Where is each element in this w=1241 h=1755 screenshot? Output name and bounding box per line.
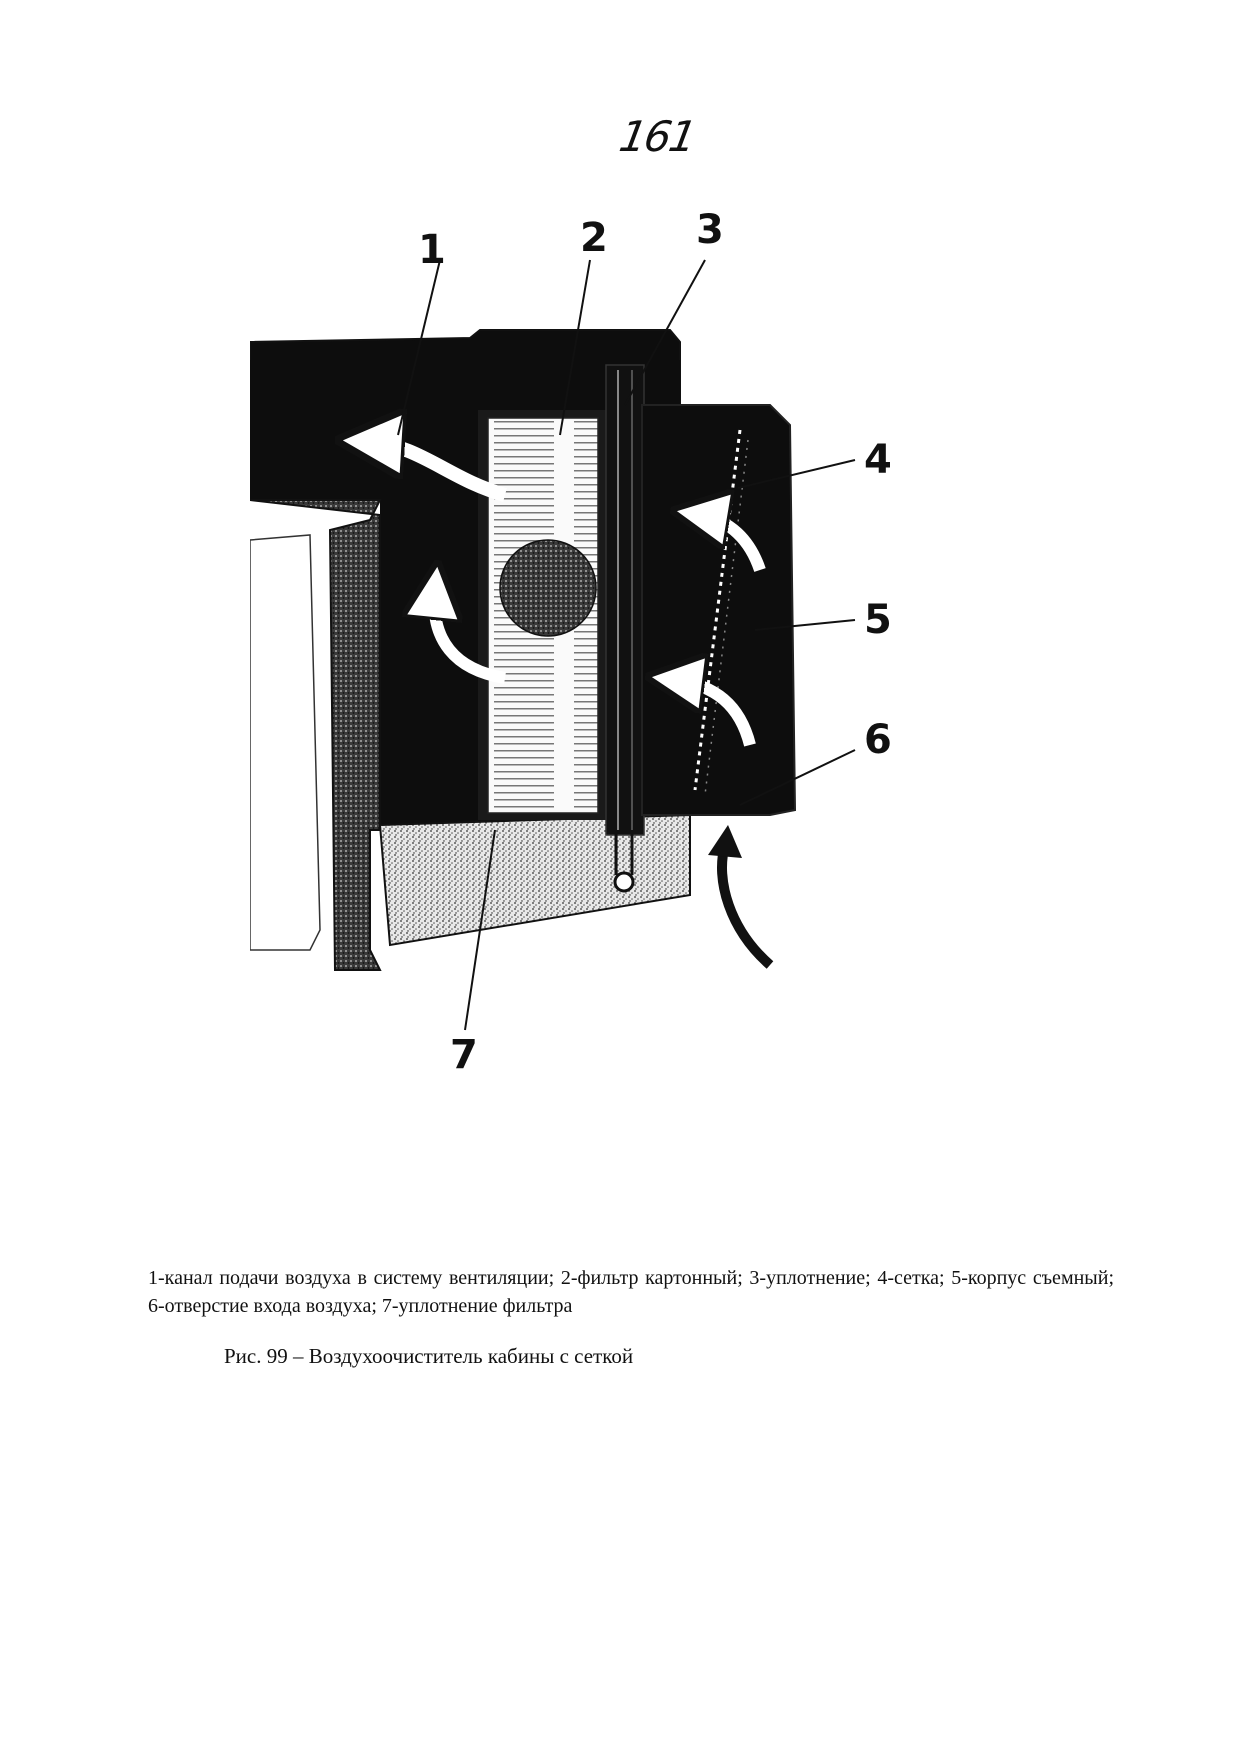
air-cleaner-drawing: 1 2 3 4 5 6 7 [250,210,900,1190]
callout-6: 6 [864,717,892,763]
technical-illustration [250,259,856,1031]
callout-7: 7 [450,1032,478,1078]
callout-2: 2 [580,215,608,261]
figure-legend: 1-канал подачи воздуха в систему вентиля… [148,1267,1114,1317]
callout-3: 3 [696,207,724,253]
figure-title: Рис. 99 – Воздухоочиститель кабины с сет… [224,1344,634,1368]
callout-4: 4 [864,437,892,483]
page-number: 161 [615,112,699,161]
callout-1: 1 [418,227,446,273]
callout-5: 5 [864,597,892,643]
